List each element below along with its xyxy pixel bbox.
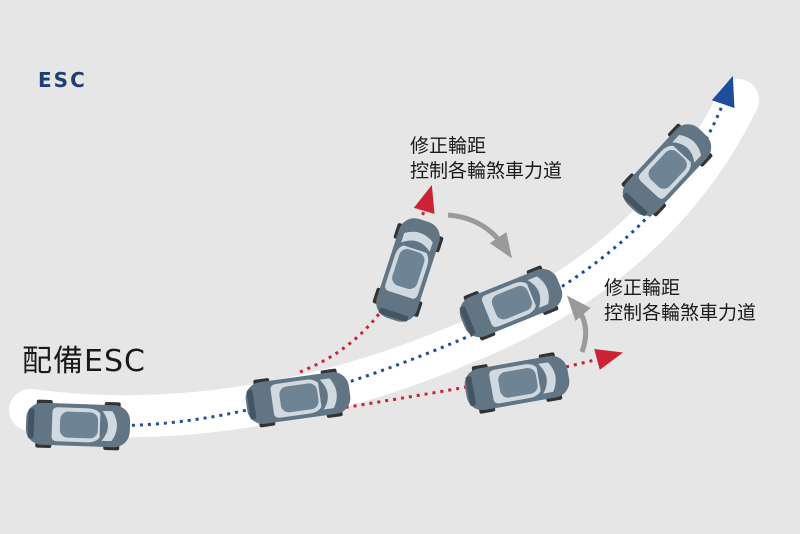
arrow-gray-lower xyxy=(566,295,591,353)
note-lower: 修正輪距 控制各輪煞車力道 xyxy=(604,276,756,326)
car-red-upper xyxy=(369,213,447,327)
note-lower-line1: 修正輪距 xyxy=(604,277,681,299)
esc-badge: ESC xyxy=(38,68,87,92)
note-lower-line2: 控制各輪煞車力道 xyxy=(604,302,757,324)
note-upper: 修正輪距 控制各輪煞車力道 xyxy=(410,134,562,184)
path-red-upper xyxy=(299,185,435,374)
car-gray-start xyxy=(25,399,131,451)
note-upper-line1: 修正輪距 xyxy=(410,135,487,157)
path-red-lower xyxy=(329,349,624,412)
road xyxy=(9,79,759,438)
main-label: 配備ESC xyxy=(22,344,146,379)
arrow-gray-upper xyxy=(447,212,512,259)
note-upper-line2: 控制各輪煞車力道 xyxy=(410,160,563,182)
